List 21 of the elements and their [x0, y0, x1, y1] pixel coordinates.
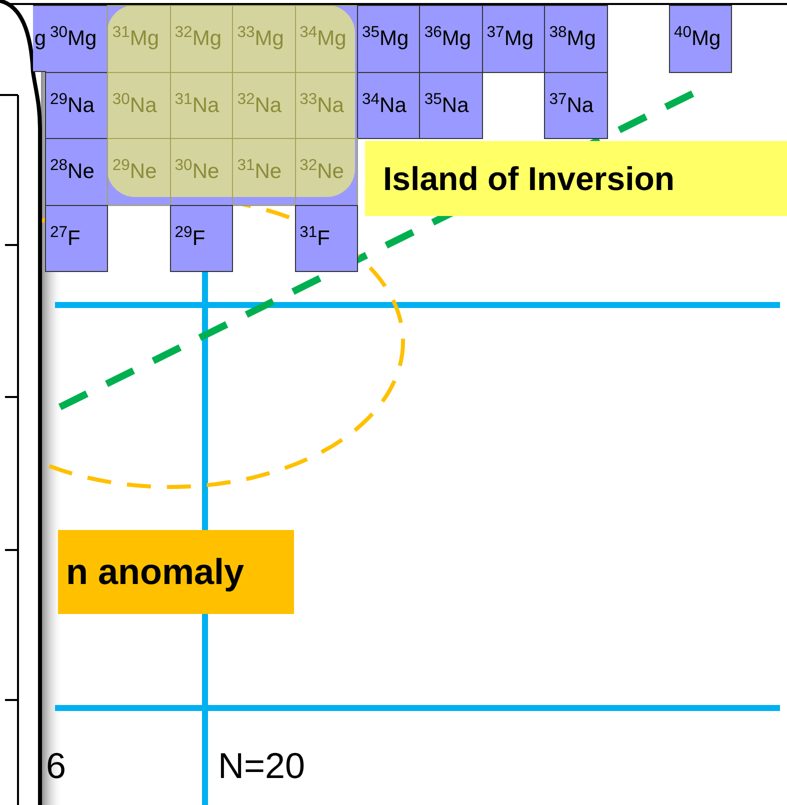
- magic-number-label: N=20: [218, 748, 306, 784]
- nuclide-cell: $^{31}$F: [294, 204, 358, 272]
- nuclide-cell: $^{29}$Na: [45, 72, 108, 139]
- nuclide-cell: $^{29}$Ne: [107, 138, 171, 206]
- nuclide-cell: $^{37}$Na: [544, 72, 608, 139]
- nuclide-cell: $^{29}$F: [170, 204, 234, 272]
- callout-box: n anomaly: [58, 530, 294, 614]
- nuclide-cell: $^{34}$Na: [357, 72, 420, 139]
- nuclide-cell: $^{36}$Mg: [419, 5, 483, 72]
- nuclide-cell: $^{37}$Mg: [482, 5, 546, 72]
- nuclide-cell: $^{38}$Mg: [544, 5, 608, 72]
- axis-tick-label: 6: [46, 748, 66, 784]
- nuclide-cell: $^{35}$Mg: [357, 5, 420, 72]
- callout-box: Island of Inversion: [365, 141, 787, 216]
- nuclide-cell: $^{31}$Mg: [107, 5, 171, 72]
- nuclide-cell: $^{35}$Na: [419, 72, 483, 139]
- nuclide-cell: g: [33, 5, 46, 72]
- nuclide-cell: $^{28}$Ne: [45, 138, 108, 206]
- nuclide-cell: $^{27}$F: [45, 204, 108, 272]
- nuclide-cell: $^{30}$Mg: [45, 5, 108, 72]
- nuclide-cell: $^{40}$Mg: [669, 5, 732, 72]
